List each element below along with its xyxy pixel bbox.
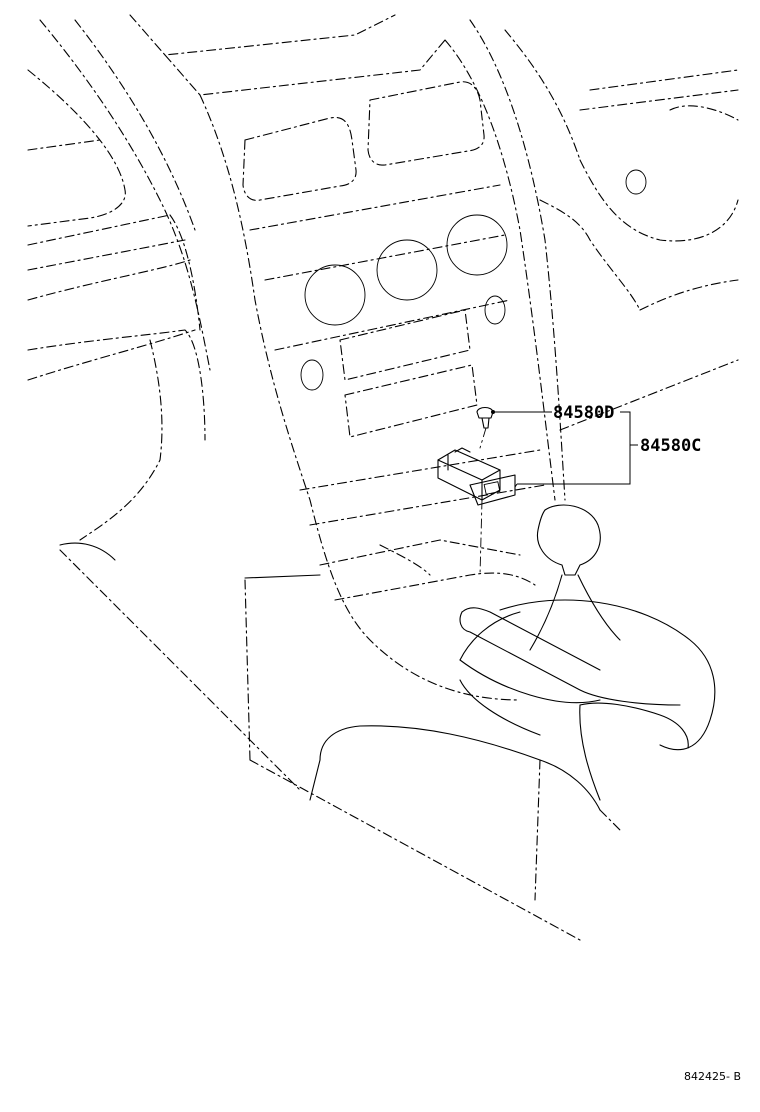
clip-84580d — [476, 406, 494, 449]
console-body — [309, 725, 621, 901]
callout-label-84580d: 84580D — [553, 403, 614, 423]
center-console — [199, 19, 566, 701]
shift-lever — [459, 504, 716, 751]
switch-assembly-84580c — [437, 447, 516, 576]
drawing-id: 842425- B — [684, 1070, 741, 1083]
right-dash — [504, 29, 739, 431]
callout-label-84580c: 84580C — [640, 436, 701, 456]
hand-brake — [459, 607, 689, 801]
leader-lines — [491, 410, 638, 488]
dashboard-outline — [27, 14, 446, 381]
lower-dash-left — [27, 329, 581, 941]
